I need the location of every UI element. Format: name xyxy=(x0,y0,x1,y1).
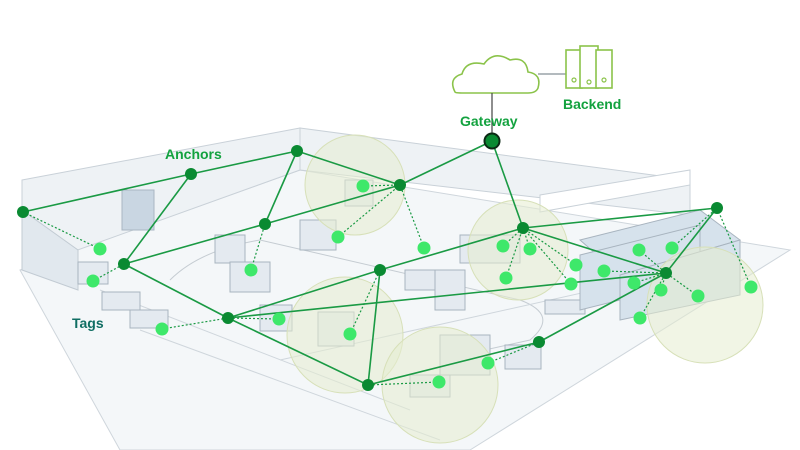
tag-node xyxy=(597,264,611,278)
anchor-link xyxy=(665,207,718,274)
anchor-node xyxy=(222,312,234,324)
tag-anchor-link xyxy=(161,317,229,330)
coverage-zone xyxy=(646,246,764,364)
tag-anchor-link xyxy=(227,317,280,320)
tag-node xyxy=(244,263,258,277)
anchor-link xyxy=(367,269,381,386)
tag-node xyxy=(432,375,446,389)
gateway-node xyxy=(483,132,501,150)
tag-node xyxy=(86,274,100,288)
tag-anchor-link xyxy=(487,341,540,364)
tag-node xyxy=(155,322,169,336)
gateway-anchor-link xyxy=(399,140,493,186)
server-led-icon xyxy=(571,77,577,83)
anchor-node xyxy=(362,379,374,391)
coverage-zone xyxy=(467,199,569,301)
floor-path xyxy=(169,239,544,361)
tag-node xyxy=(569,258,583,272)
tag-anchor-link xyxy=(22,211,101,250)
side-wall-left xyxy=(21,209,79,291)
anchor-node xyxy=(118,258,130,270)
anchor-node xyxy=(374,264,386,276)
tag-node xyxy=(744,280,758,294)
anchor-link xyxy=(190,150,298,175)
tag-node xyxy=(496,239,510,253)
coverage-zone xyxy=(304,134,406,236)
gateway-label: Gateway xyxy=(460,113,518,129)
tag-anchor-link xyxy=(522,227,577,266)
anchor-node xyxy=(517,222,529,234)
tag-node xyxy=(564,277,578,291)
tag-anchor-link xyxy=(522,227,572,285)
tag-node xyxy=(93,242,107,256)
anchor-node xyxy=(711,202,723,214)
anchor-link xyxy=(379,227,524,271)
anchor-link xyxy=(522,227,667,274)
tag-node xyxy=(499,271,513,285)
gateway-anchor-link xyxy=(491,140,524,229)
anchor-link xyxy=(123,263,229,319)
server-icon xyxy=(595,49,613,89)
cloud-icon xyxy=(451,55,540,94)
anchor-node xyxy=(259,218,271,230)
anchor-link xyxy=(227,269,381,319)
tag-anchor-link xyxy=(337,184,401,238)
tag-node xyxy=(272,312,286,326)
tag-anchor-link xyxy=(399,184,425,249)
anchor-link xyxy=(264,184,401,225)
tag-node xyxy=(665,241,679,255)
anchor-node xyxy=(394,179,406,191)
tag-node xyxy=(627,276,641,290)
anchor-node xyxy=(185,168,197,180)
door xyxy=(121,189,155,231)
tag-node xyxy=(523,242,537,256)
anchors-label: Anchors xyxy=(165,146,222,162)
tag-anchor-link xyxy=(250,223,266,271)
anchor-link xyxy=(538,272,667,343)
anchor-link xyxy=(227,317,369,386)
tag-node xyxy=(356,179,370,193)
server-led-icon xyxy=(601,77,607,83)
tag-node xyxy=(343,327,357,341)
tag-node xyxy=(417,241,431,255)
tags-label: Tags xyxy=(72,315,104,331)
server-led-icon xyxy=(586,79,592,85)
anchor-link xyxy=(367,341,540,386)
anchor-link xyxy=(264,150,298,225)
tag-node xyxy=(654,283,668,297)
anchor-node xyxy=(533,336,545,348)
tag-node xyxy=(331,230,345,244)
anchor-node xyxy=(660,267,672,279)
tag-node xyxy=(632,243,646,257)
tag-node xyxy=(481,356,495,370)
backend-label: Backend xyxy=(563,96,622,112)
anchor-link xyxy=(227,272,667,319)
anchor-link xyxy=(296,150,401,186)
anchor-link xyxy=(22,173,192,213)
tag-node xyxy=(691,289,705,303)
anchor-node xyxy=(291,145,303,157)
tag-anchor-link xyxy=(660,272,667,291)
anchor-node xyxy=(17,206,29,218)
tag-node xyxy=(633,311,647,325)
anchor-link xyxy=(522,207,718,229)
tag-anchor-link xyxy=(671,207,718,249)
anchor-link xyxy=(123,173,192,265)
tag-anchor-link xyxy=(505,227,524,279)
tag-anchor-link xyxy=(665,272,699,297)
anchor-link xyxy=(123,223,266,265)
tag-anchor-link xyxy=(639,272,667,319)
